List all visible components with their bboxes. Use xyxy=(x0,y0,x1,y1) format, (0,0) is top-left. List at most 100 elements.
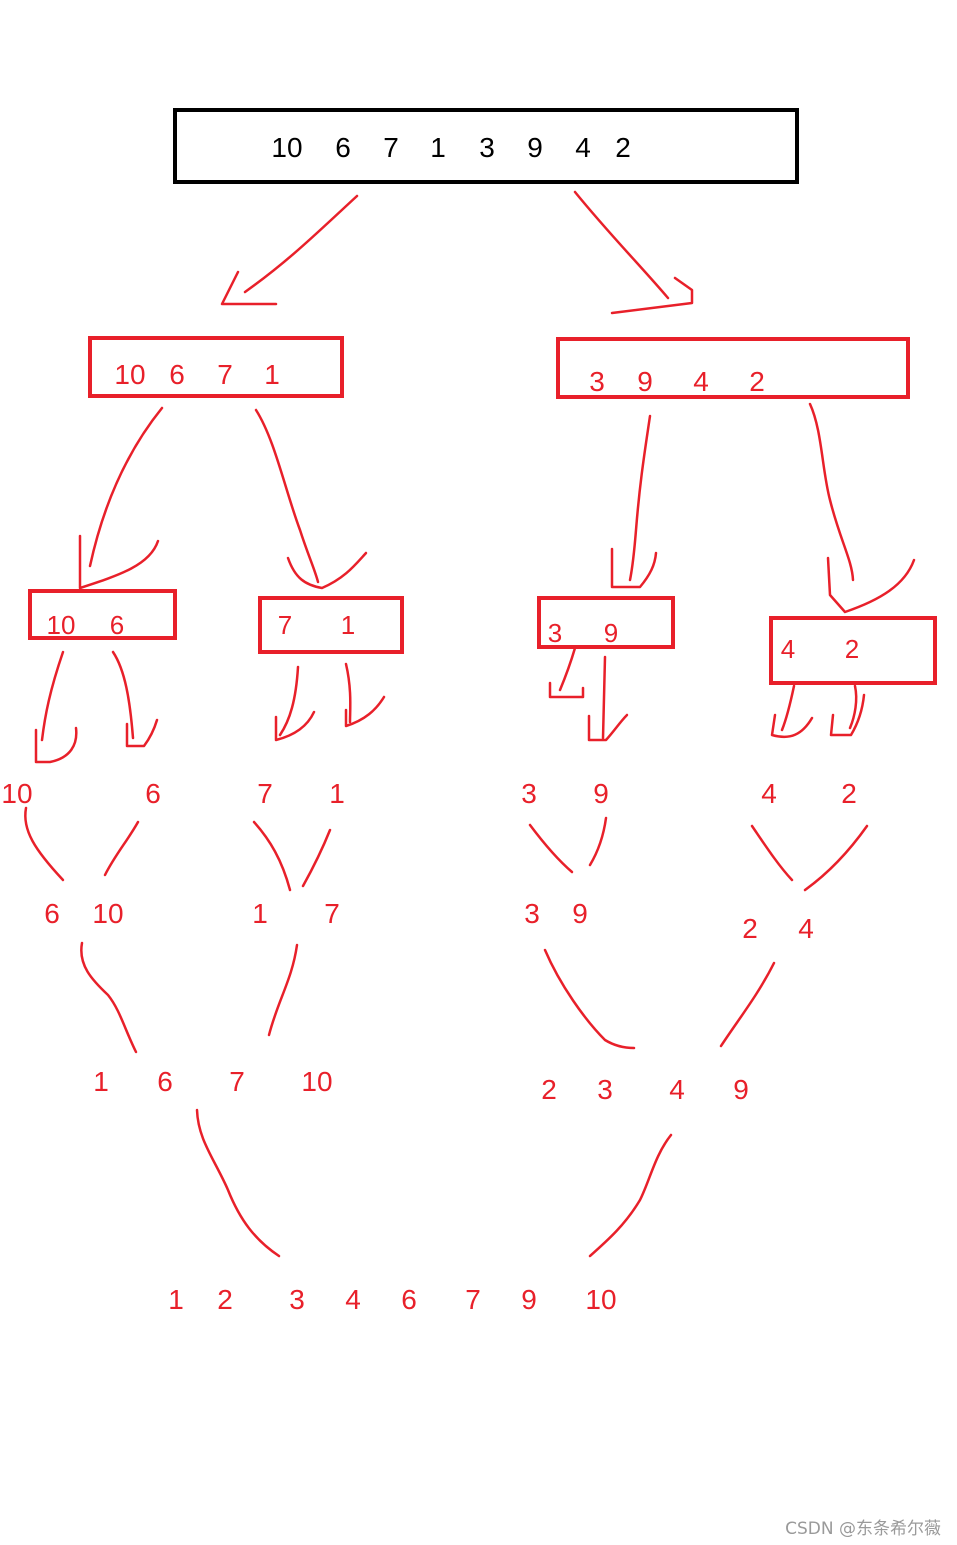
merge1-value: 2 xyxy=(742,913,758,944)
arrowhead-s7 xyxy=(770,713,814,739)
root-value: 10 xyxy=(271,132,303,163)
merge2-right-value: 9 xyxy=(733,1074,749,1105)
final-value: 1 xyxy=(168,1284,184,1315)
level1-left-value: 1 xyxy=(264,359,280,390)
arrowhead-l1r-b xyxy=(826,556,916,614)
merge1-a-right xyxy=(103,820,140,877)
level1-left-value: 10 xyxy=(114,359,146,390)
arrow-root-left xyxy=(243,194,359,294)
level1-right-box xyxy=(556,337,910,399)
merge2-left-value: 7 xyxy=(229,1066,245,1097)
level1-left-value: 6 xyxy=(169,359,185,390)
arrowhead-s2 xyxy=(125,718,159,748)
arrowhead-s5 xyxy=(548,681,585,699)
single-value: 1 xyxy=(329,778,345,809)
level2-value: 3 xyxy=(547,618,563,648)
root-value: 6 xyxy=(335,132,351,163)
single-value: 4 xyxy=(761,778,777,809)
level2-box-1 xyxy=(28,589,177,640)
final-value: 6 xyxy=(401,1284,417,1315)
arrowhead-s6 xyxy=(587,713,629,742)
arrow-root-right xyxy=(573,190,670,300)
single-value: 7 xyxy=(257,778,273,809)
arrowhead-s8 xyxy=(829,693,866,737)
watermark: CSDN @东条希尔薇 xyxy=(785,1519,941,1539)
single-value: 6 xyxy=(145,778,161,809)
arrowhead-root-right xyxy=(610,276,694,315)
merge2-a-left xyxy=(80,941,138,1054)
level1-right-value: 3 xyxy=(589,366,605,397)
single-value: 3 xyxy=(521,778,537,809)
level2-value: 1 xyxy=(340,610,356,640)
final-value: 9 xyxy=(521,1284,537,1315)
merge3-left xyxy=(195,1108,281,1258)
arrowhead-root-left xyxy=(220,270,278,306)
level2-value: 6 xyxy=(109,610,125,640)
merge1-value: 10 xyxy=(92,898,124,929)
single-value: 2 xyxy=(841,778,857,809)
level1-left-box xyxy=(88,336,344,398)
arrowhead-s1 xyxy=(34,726,78,764)
merge2-left-value: 6 xyxy=(157,1066,173,1097)
arrow-s3 xyxy=(278,665,300,737)
arrow-l1l-b xyxy=(254,408,320,584)
level2-box-4 xyxy=(769,616,937,685)
level2-value: 7 xyxy=(277,610,293,640)
merge1-b-left xyxy=(252,820,292,892)
level1-right-value: 4 xyxy=(693,366,709,397)
arrow-s4 xyxy=(344,662,352,724)
merge1-d-left xyxy=(750,824,794,882)
final-value: 3 xyxy=(289,1284,305,1315)
final-value: 4 xyxy=(345,1284,361,1315)
merge2-right-value: 2 xyxy=(541,1074,557,1105)
arrow-s8 xyxy=(848,684,858,730)
single-value: 10 xyxy=(1,778,33,809)
arrowhead-l1l-a xyxy=(78,534,160,590)
root-value: 2 xyxy=(615,132,631,163)
level1-left-value: 7 xyxy=(217,359,233,390)
level2-value: 2 xyxy=(844,634,860,664)
root-value: 9 xyxy=(527,132,543,163)
arrow-l1l-a xyxy=(88,406,164,568)
root-value: 3 xyxy=(479,132,495,163)
merge2-right-value: 3 xyxy=(597,1074,613,1105)
merge1-c-left xyxy=(528,823,574,874)
merge1-a-left xyxy=(24,806,65,882)
level2-value: 9 xyxy=(603,618,619,648)
merge1-c-right xyxy=(588,816,608,867)
arrow-s7 xyxy=(780,684,796,732)
arrow-l1r-a xyxy=(628,414,652,582)
final-value: 10 xyxy=(585,1284,617,1315)
root-value: 1 xyxy=(430,132,446,163)
level2-value: 10 xyxy=(46,610,76,640)
merge1-value: 1 xyxy=(252,898,268,929)
root-value: 4 xyxy=(575,132,591,163)
final-value: 2 xyxy=(217,1284,233,1315)
level2-value: 4 xyxy=(780,634,796,664)
single-value: 9 xyxy=(593,778,609,809)
arrow-s5 xyxy=(558,646,577,692)
merge1-value: 3 xyxy=(524,898,540,929)
merge3-right xyxy=(588,1133,673,1258)
arrowhead-s3 xyxy=(274,710,316,742)
arrowhead-l1l-b xyxy=(286,551,368,590)
merge1-value: 4 xyxy=(798,913,814,944)
level2-box-3 xyxy=(537,596,675,649)
merge2-left-value: 1 xyxy=(93,1066,109,1097)
merge1-value: 7 xyxy=(324,898,340,929)
merge2-b-left xyxy=(543,948,636,1050)
arrow-s2 xyxy=(111,650,135,740)
arrow-s1 xyxy=(40,650,65,742)
merge1-value: 9 xyxy=(572,898,588,929)
merge1-value: 6 xyxy=(44,898,60,929)
level1-right-value: 9 xyxy=(637,366,653,397)
merge1-d-right xyxy=(803,824,869,892)
arrow-s6 xyxy=(601,655,607,740)
merge2-b-right xyxy=(719,961,776,1048)
level1-right-value: 2 xyxy=(749,366,765,397)
merge1-b-right xyxy=(301,828,332,888)
merge2-right-value: 4 xyxy=(669,1074,685,1105)
arrow-l1r-b xyxy=(808,402,855,582)
